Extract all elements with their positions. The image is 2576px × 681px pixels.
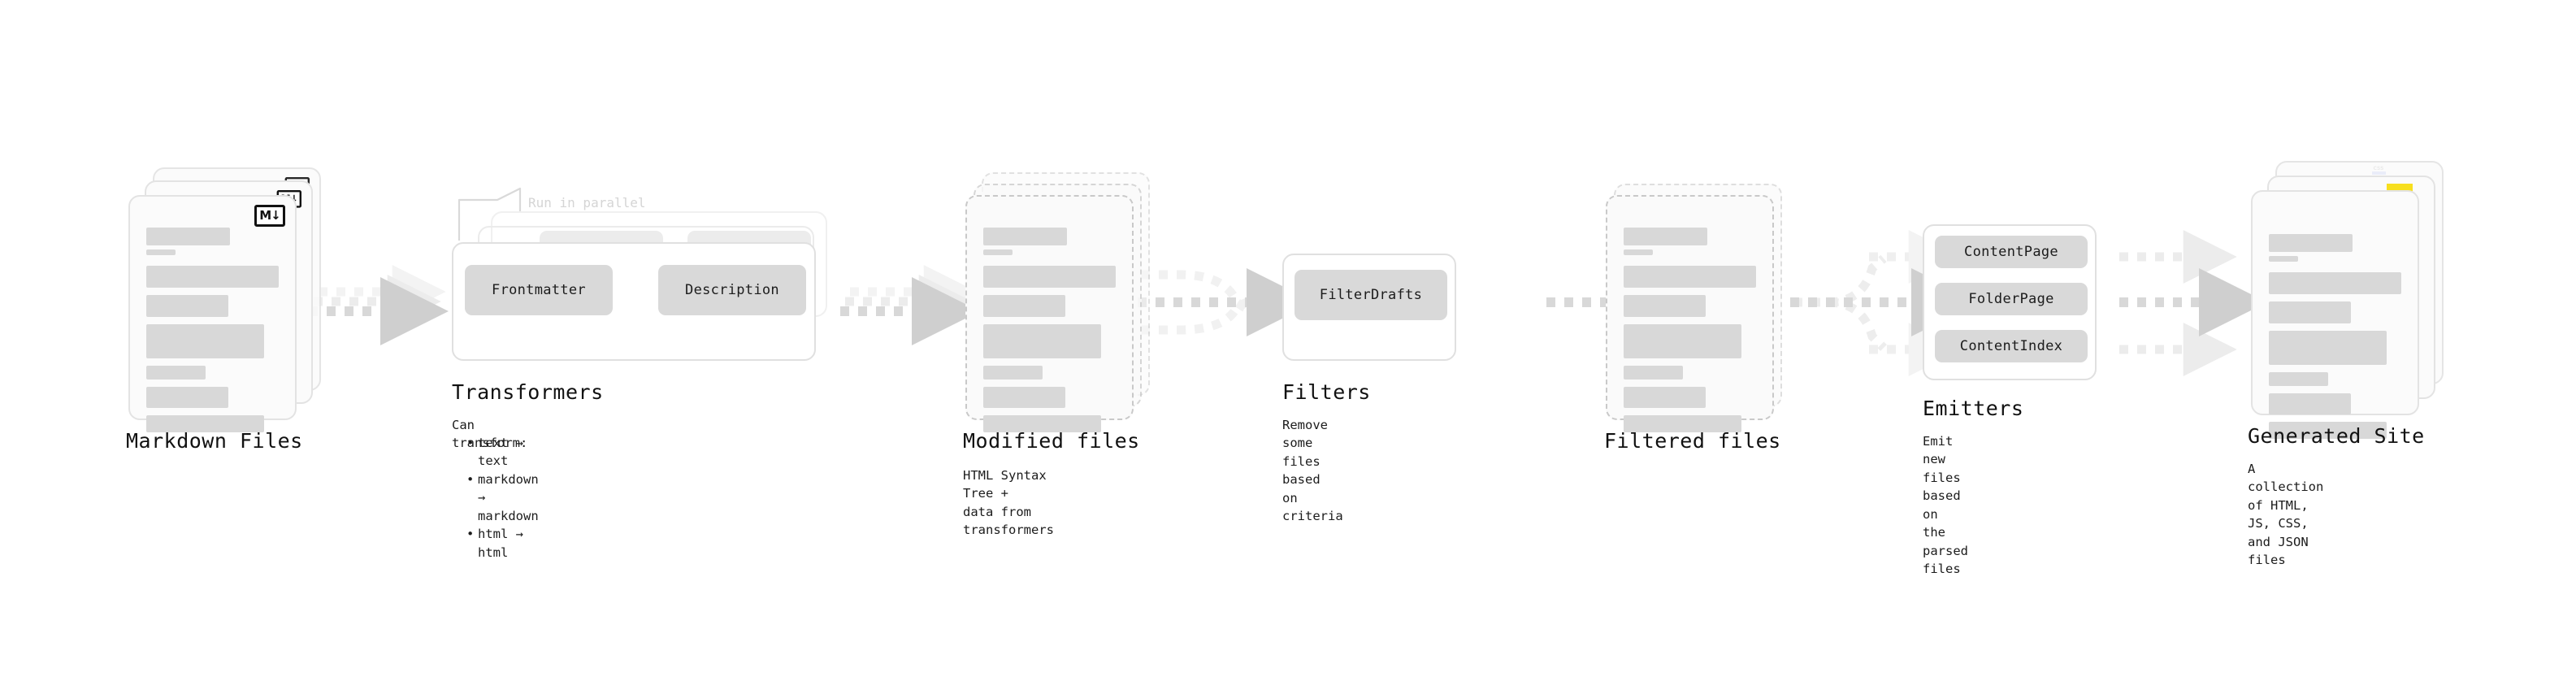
filters-panel[interactable]: FilterDrafts: [1282, 254, 1456, 361]
transformer-step-description[interactable]: Description: [658, 265, 806, 315]
transform-item: markdown → markdown: [478, 471, 539, 525]
markdown-icon: M↓: [254, 205, 285, 227]
content-bar: [2269, 256, 2298, 262]
connector-filtered-to-emitters: [1790, 257, 1916, 349]
content-bar: [146, 228, 230, 245]
content-bar: [1624, 228, 1707, 245]
content-bar: [146, 295, 228, 317]
stage-caption-transformers: Transformers: [452, 380, 604, 404]
content-bar: [1624, 387, 1706, 408]
filtered-file-card-front[interactable]: [1606, 195, 1774, 420]
content-bar: [983, 324, 1101, 358]
stage-caption-generated-site: Generated Site: [2248, 424, 2425, 448]
transform-item: html → html: [478, 525, 539, 562]
stage-subcaption-emitters: Emit new files based on the parsed files: [1923, 432, 1968, 579]
modified-file-card-front[interactable]: [965, 195, 1134, 420]
emitter-step-contentindex[interactable]: ContentIndex: [1935, 330, 2088, 362]
content-bar: [983, 366, 1043, 380]
content-bar: [1624, 295, 1706, 317]
emitters-panel[interactable]: ContentPage FolderPage ContentIndex: [1923, 224, 2097, 380]
connector-md-to-transformers: [309, 292, 395, 311]
filter-step-filterdrafts[interactable]: FilterDrafts: [1295, 270, 1447, 320]
content-bar: [2269, 393, 2351, 414]
file-content-placeholder: [2269, 234, 2401, 446]
stage-caption-emitters: Emitters: [1923, 397, 2023, 420]
content-bar: [1624, 249, 1653, 255]
content-bar: [2269, 234, 2353, 252]
content-bar: [2269, 331, 2387, 365]
stage-caption-markdown-files: Markdown Files: [126, 429, 303, 453]
content-bar: [146, 266, 279, 288]
file-content-placeholder: [983, 228, 1116, 440]
markdown-file-card-front[interactable]: M↓: [128, 195, 297, 420]
content-bar: [1624, 266, 1756, 288]
file-content-placeholder: [1624, 228, 1756, 440]
stage-subcaption-modified-files: HTML Syntax Tree + data from transformer…: [963, 466, 1054, 540]
transformer-capability-list: text → text markdown → markdown html → h…: [465, 434, 539, 562]
content-bar: [146, 324, 264, 358]
content-bar: [1624, 366, 1683, 380]
transform-item: text → text: [478, 434, 539, 471]
stage-caption-filters: Filters: [1282, 380, 1371, 404]
content-bar: [146, 387, 228, 408]
transformer-step-frontmatter[interactable]: Frontmatter: [465, 265, 613, 315]
stage-subcaption-filters: Remove some files based on criteria: [1282, 416, 1343, 526]
content-bar: [1624, 324, 1741, 358]
content-bar: [983, 266, 1116, 288]
transformer-panel-front[interactable]: Frontmatter Description: [452, 242, 816, 361]
emitter-step-contentpage[interactable]: ContentPage: [1935, 236, 2088, 268]
content-bar: [2269, 272, 2401, 294]
content-bar: [983, 228, 1067, 245]
content-bar: [2269, 301, 2351, 323]
connector-modified-to-filters: [1138, 275, 1251, 330]
stage-subcaption-generated-site: A collection of HTML, JS, CSS, and JSON …: [2248, 460, 2323, 570]
stage-caption-filtered-files: Filtered files: [1604, 429, 1781, 453]
content-bar: [146, 366, 206, 380]
content-bar: [983, 249, 1013, 255]
content-bar: [146, 249, 176, 255]
generated-file-card-front[interactable]: [2251, 190, 2419, 415]
content-bar: [983, 387, 1065, 408]
content-bar: [983, 295, 1065, 317]
emitter-step-folderpage[interactable]: FolderPage: [1935, 283, 2088, 315]
connector-transformers-to-modified: [840, 292, 926, 311]
content-bar: [2269, 372, 2328, 386]
file-content-placeholder: [146, 228, 279, 440]
connector-emitters-to-site: [2119, 257, 2204, 349]
run-in-parallel-label: Run in parallel: [528, 195, 646, 210]
stage-caption-modified-files: Modified files: [963, 429, 1140, 453]
